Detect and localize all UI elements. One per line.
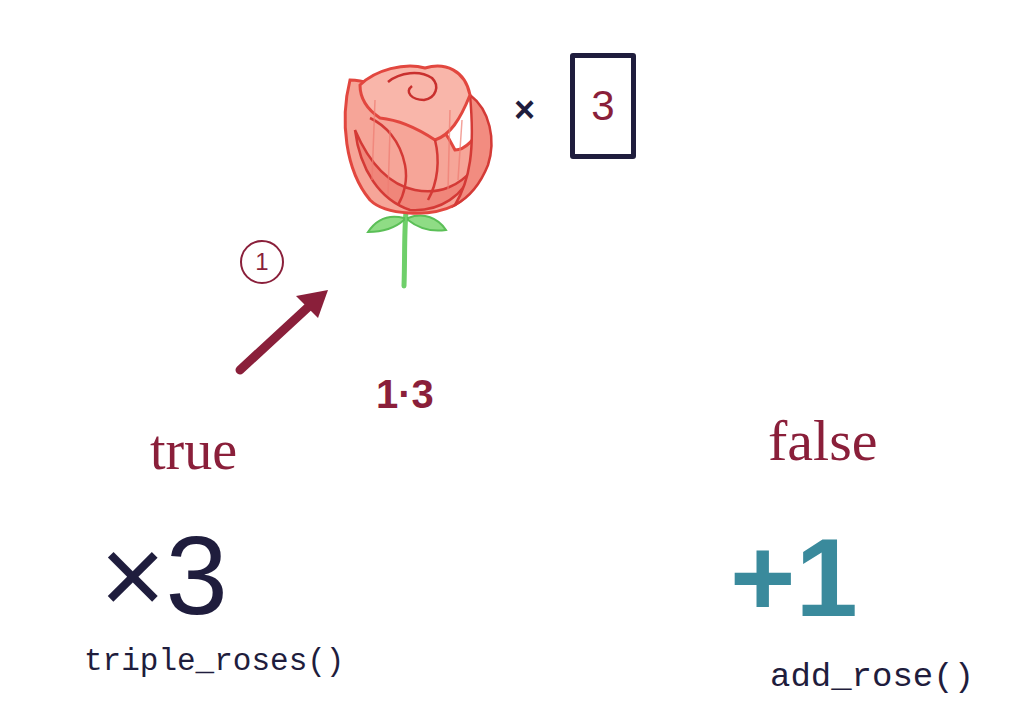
product-expression: 1·3 — [376, 374, 434, 414]
node-text: 1 — [255, 250, 268, 274]
node-text: 3 — [591, 85, 614, 127]
times-sign: × — [514, 92, 535, 128]
condition-true: true — [150, 422, 237, 478]
condition-false: false — [768, 412, 878, 470]
operation-plus-one: +1 — [730, 522, 858, 634]
pointer-arrowhead — [296, 290, 328, 318]
function-name: add_rose() — [770, 660, 974, 694]
multiplier-box: 3 — [570, 53, 636, 159]
rose-bud — [360, 66, 470, 140]
rose-hatching — [372, 100, 462, 195]
function-name: triple_roses() — [84, 646, 344, 677]
rose-leaf — [368, 217, 404, 232]
rose-line — [428, 140, 438, 200]
pointer-arrow — [240, 298, 318, 370]
rose-stem — [404, 212, 406, 286]
rose-swirl — [388, 73, 436, 100]
rose-leaf — [408, 216, 446, 231]
callout-number: 1 — [240, 240, 284, 284]
operation-times-three: ×3 — [100, 520, 228, 632]
